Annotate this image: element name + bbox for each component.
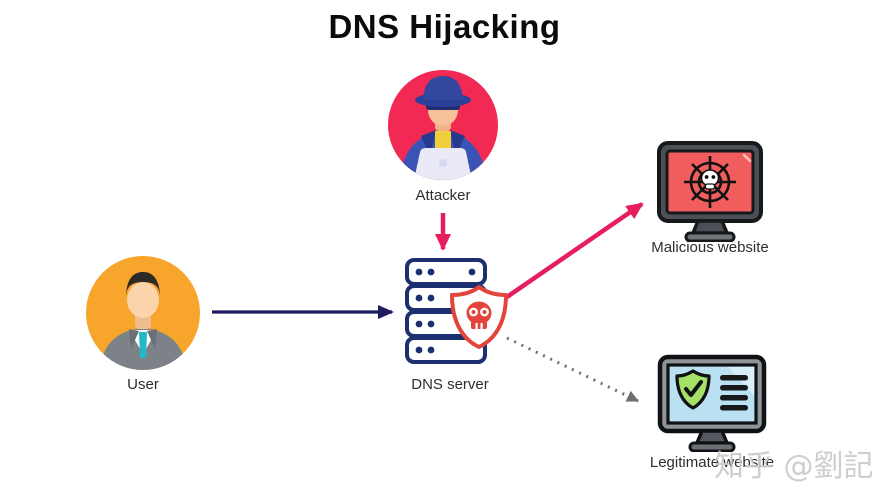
dns-server-node — [404, 257, 510, 374]
monitor-spiderweb-skull-icon — [657, 141, 763, 243]
malicious-website-label: Malicious website — [651, 239, 769, 256]
legitimate-website-node — [656, 354, 768, 457]
attacker-hacker-avatar-icon — [388, 70, 498, 180]
skull-shield-badge-icon — [450, 285, 508, 349]
server-rack-skull-shield-icon — [405, 258, 508, 364]
arrow-dns-to-malicious — [502, 202, 644, 301]
shield-check-icon — [675, 369, 711, 410]
attacker-label: Attacker — [415, 187, 471, 204]
legitimate-website-label: Legitimate website — [649, 454, 775, 471]
watermark: 知乎 @劉記 — [714, 449, 874, 484]
user-businessman-avatar-icon — [86, 256, 200, 370]
user-node — [86, 256, 200, 375]
arrow-dns-to-legitimate — [506, 336, 639, 403]
monitor-shield-check-icon — [657, 354, 767, 453]
user-label: User — [127, 376, 159, 393]
malicious-website-node — [654, 140, 766, 247]
attacker-node — [388, 70, 498, 185]
skull-icon — [700, 169, 720, 190]
dns-server-label: DNS server — [411, 376, 489, 393]
text-lines-icon — [720, 375, 748, 411]
diagram-title: DNS Hijacking — [328, 8, 561, 45]
